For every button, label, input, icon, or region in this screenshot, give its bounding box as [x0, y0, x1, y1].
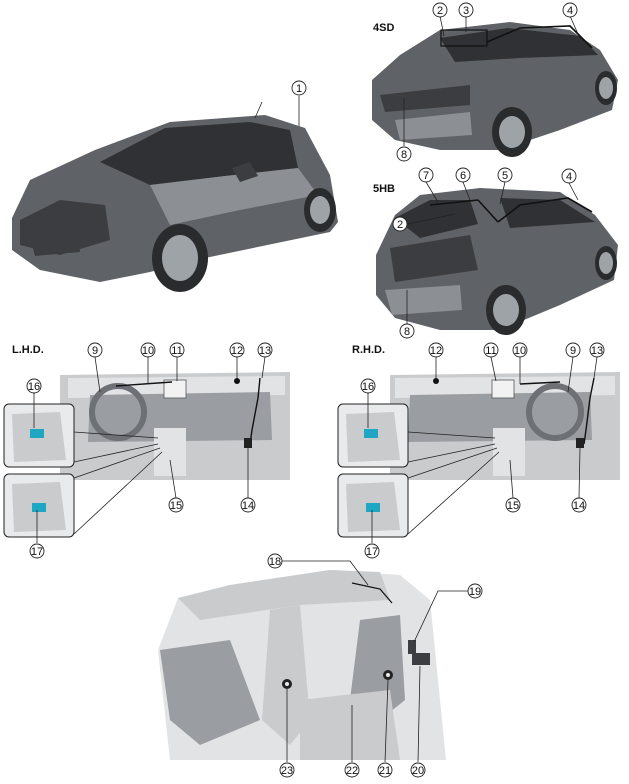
rhd-dashboard-illustration: [390, 372, 620, 480]
lhd-detail-box-16: [3, 403, 159, 468]
rhd-detail-box-16: [337, 403, 496, 468]
svg-text:10: 10: [514, 345, 526, 357]
svg-text:18: 18: [269, 556, 281, 568]
svg-text:12: 12: [430, 345, 442, 357]
callout-2-sedan: 2: [432, 2, 448, 37]
svg-text:17: 17: [366, 546, 378, 558]
svg-text:8: 8: [401, 149, 407, 161]
callout-23: 23: [279, 689, 295, 778]
svg-text:4: 4: [567, 5, 573, 17]
hatchback-rear-illustration: [376, 188, 618, 335]
callout-8-hatch: 8: [399, 290, 415, 339]
svg-text:15: 15: [170, 500, 182, 512]
svg-text:9: 9: [570, 345, 576, 357]
svg-text:21: 21: [379, 765, 391, 777]
callout-8-sedan: 8: [396, 98, 412, 162]
svg-text:13: 13: [591, 345, 603, 357]
callout-9-lhd: 9: [87, 342, 103, 393]
svg-text:19: 19: [469, 586, 481, 598]
lhd-panel-title: L.H.D.: [12, 344, 44, 356]
callout-20: 20: [410, 665, 426, 778]
highlight-marker: [366, 503, 380, 512]
callout-16-rhd: 16: [360, 378, 376, 428]
svg-text:11: 11: [485, 345, 496, 357]
rhd-panel-title: R.H.D.: [352, 344, 385, 356]
svg-text:7: 7: [423, 170, 429, 182]
callout-12-rhd: 12: [428, 342, 444, 378]
callout-11-lhd: 11: [169, 342, 185, 381]
highlight-marker: [30, 429, 44, 438]
hatchback-panel-title: 5HB: [373, 183, 395, 195]
callout-14-lhd: 14: [240, 448, 256, 513]
svg-text:2: 2: [437, 5, 443, 17]
rhd-detail-box-17: [337, 447, 500, 538]
callout-2-hatch: 2: [392, 213, 456, 232]
svg-text:3: 3: [463, 5, 469, 17]
callout-9-rhd: 9: [565, 342, 581, 393]
sedan-rear-illustration: [372, 22, 618, 157]
svg-text:12: 12: [231, 345, 243, 357]
svg-text:9: 9: [92, 345, 98, 357]
lhd-dashboard-illustration: [60, 372, 290, 480]
callout-3: 3: [458, 2, 474, 32]
svg-text:23: 23: [281, 765, 293, 777]
highlight-marker: [32, 503, 46, 512]
callout-15-lhd: 15: [168, 459, 184, 513]
callout-7: 7: [418, 167, 439, 203]
highlight-marker: [364, 429, 378, 438]
svg-text:8: 8: [404, 326, 410, 338]
svg-text:5: 5: [502, 170, 508, 182]
main-car-illustration: [12, 101, 338, 292]
callout-10-rhd: 10: [512, 342, 528, 384]
callout-17-rhd: 17: [364, 510, 380, 559]
svg-text:14: 14: [242, 500, 254, 512]
svg-text:2: 2: [397, 219, 403, 231]
callout-19: 19: [413, 583, 483, 643]
callout-18: 18: [267, 553, 369, 586]
svg-text:17: 17: [31, 546, 43, 558]
callout-13-lhd: 13: [257, 342, 273, 379]
callout-13-rhd: 13: [589, 342, 605, 379]
svg-text:11: 11: [171, 345, 182, 357]
callout-6: 6: [455, 167, 471, 201]
svg-text:13: 13: [259, 345, 271, 357]
svg-text:16: 16: [28, 381, 40, 393]
svg-text:10: 10: [142, 345, 154, 357]
callout-15-rhd: 15: [505, 459, 521, 513]
callout-21: 21: [377, 679, 393, 778]
cabin-interior-illustration: [158, 570, 446, 760]
svg-text:20: 20: [412, 765, 424, 777]
callout-22: 22: [344, 705, 360, 778]
callout-5: 5: [497, 167, 513, 205]
sedan-panel-title: 4SD: [373, 22, 394, 34]
svg-text:16: 16: [362, 381, 374, 393]
svg-text:1: 1: [296, 83, 302, 95]
callout-4-hatch: 4: [561, 168, 579, 201]
callout-1: 1: [291, 80, 307, 126]
callout-10-lhd: 10: [140, 342, 156, 384]
callout-16-lhd: 16: [26, 378, 42, 428]
svg-text:4: 4: [566, 171, 572, 183]
callout-17-lhd: 17: [29, 510, 45, 559]
callout-11-rhd: 11: [483, 342, 499, 382]
svg-text:14: 14: [573, 500, 585, 512]
svg-text:22: 22: [346, 765, 358, 777]
lhd-detail-box-17: [3, 447, 163, 538]
svg-text:15: 15: [507, 500, 519, 512]
svg-text:6: 6: [460, 170, 466, 182]
callout-12-lhd: 12: [229, 342, 245, 378]
callout-14-rhd: 14: [571, 447, 587, 513]
callout-4-sedan: 4: [562, 2, 579, 35]
